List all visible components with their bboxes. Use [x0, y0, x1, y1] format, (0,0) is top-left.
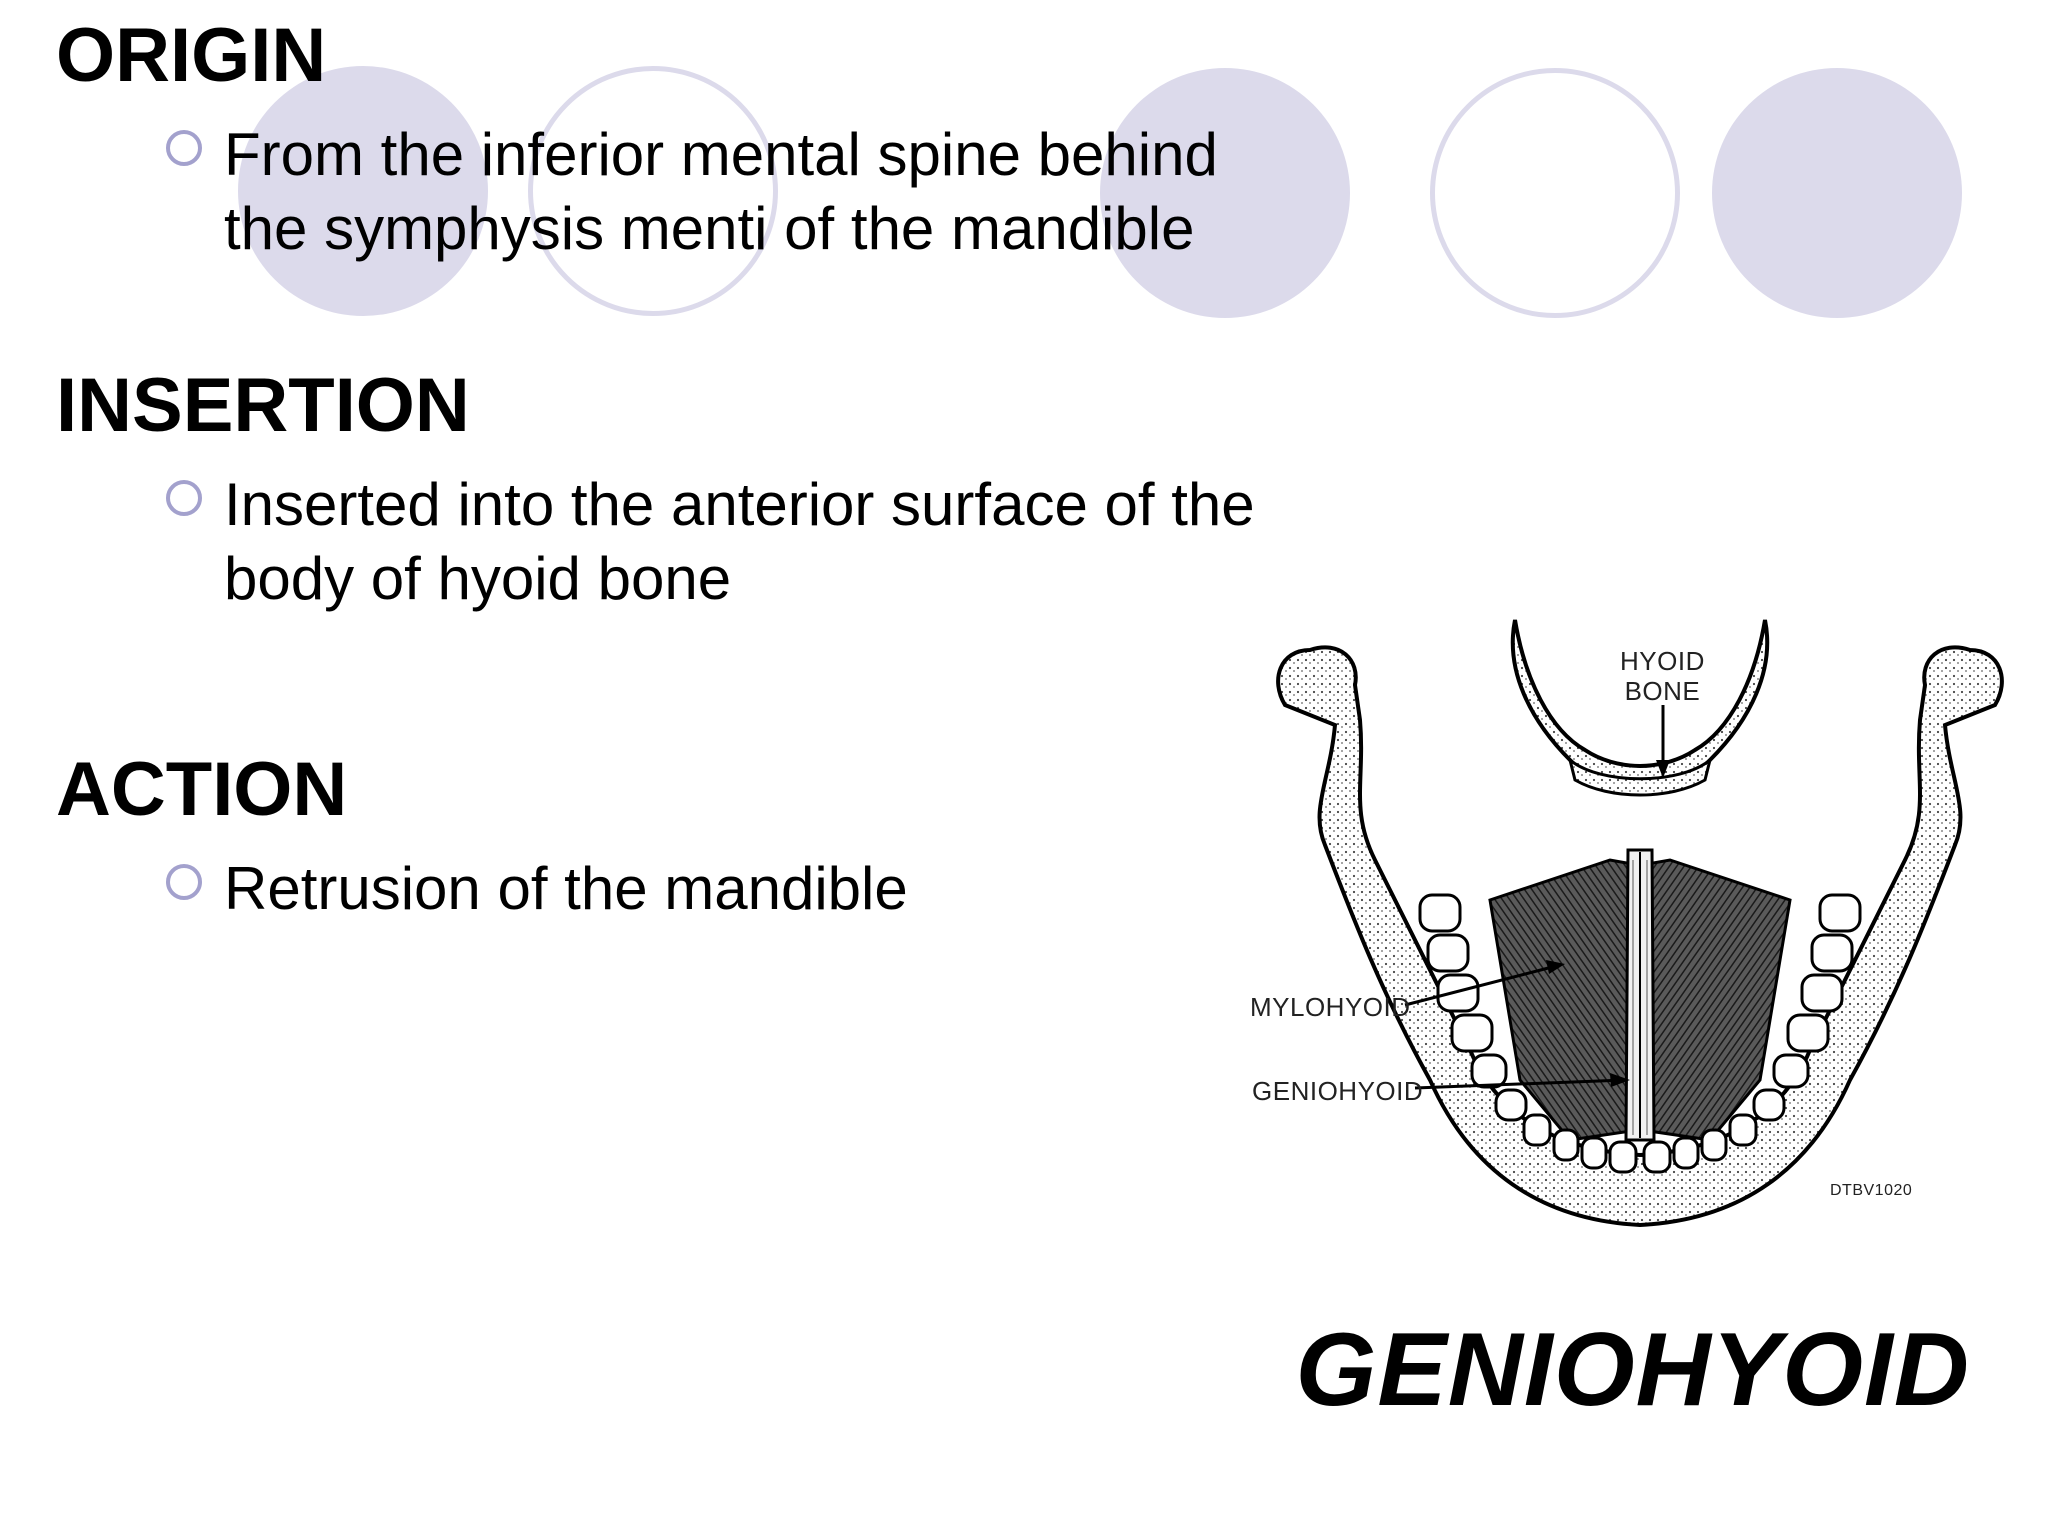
slide-title: GENIOHYOID: [1295, 1312, 1970, 1428]
hyoid-bone-label: HYOID BONE: [1620, 646, 1705, 706]
mandible-diagram: HYOID BONE MYLOHYOID GENIOHYOID DTBV1020: [1240, 610, 2040, 1250]
mandible-illustration: [1276, 619, 2004, 1228]
decorative-ring: [528, 66, 778, 316]
decorative-circle: [1712, 68, 1962, 318]
hyoid-label-line1: HYOID: [1620, 646, 1705, 676]
decorative-circle: [238, 66, 488, 316]
hyoid-label-line2: BONE: [1624, 676, 1701, 706]
circle-bullet-icon: [166, 130, 202, 166]
origin-bullet: From the inferior mental spine behind th…: [166, 118, 1234, 266]
circle-bullet-icon: [166, 864, 202, 900]
origin-heading: ORIGIN: [56, 13, 327, 98]
insertion-bullet: Inserted into the anterior surface of th…: [166, 468, 1304, 616]
origin-text: From the inferior mental spine behind th…: [224, 121, 1218, 262]
decorative-ring: [1430, 68, 1680, 318]
action-heading: ACTION: [56, 747, 348, 832]
circle-bullet-icon: [166, 480, 202, 516]
mylohyoid-label: MYLOHYOID: [1250, 992, 1411, 1022]
action-text: Retrusion of the mandible: [224, 855, 908, 922]
insertion-text: Inserted into the anterior surface of th…: [224, 471, 1255, 612]
insertion-heading: INSERTION: [56, 363, 470, 448]
decorative-circle: [1100, 68, 1350, 318]
geniohyoid-label: GENIOHYOID: [1252, 1076, 1424, 1106]
figure-code-label: DTBV1020: [1830, 1182, 1913, 1199]
action-bullet: Retrusion of the mandible: [166, 852, 1284, 926]
